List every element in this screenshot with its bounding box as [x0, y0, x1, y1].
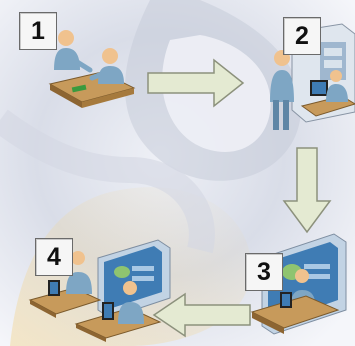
- step-3-label: 3: [245, 253, 283, 291]
- arrow-right: [147, 58, 245, 108]
- scene-1-meeting: [48, 30, 136, 108]
- arrow-down: [282, 147, 332, 234]
- scene-4-team: [28, 239, 171, 342]
- scene-3-workstation: [250, 233, 347, 335]
- step-4-label: 4: [35, 238, 73, 276]
- step-2-label: 2: [283, 17, 321, 55]
- arrow-left: [152, 292, 251, 338]
- step-1-label: 1: [19, 12, 57, 50]
